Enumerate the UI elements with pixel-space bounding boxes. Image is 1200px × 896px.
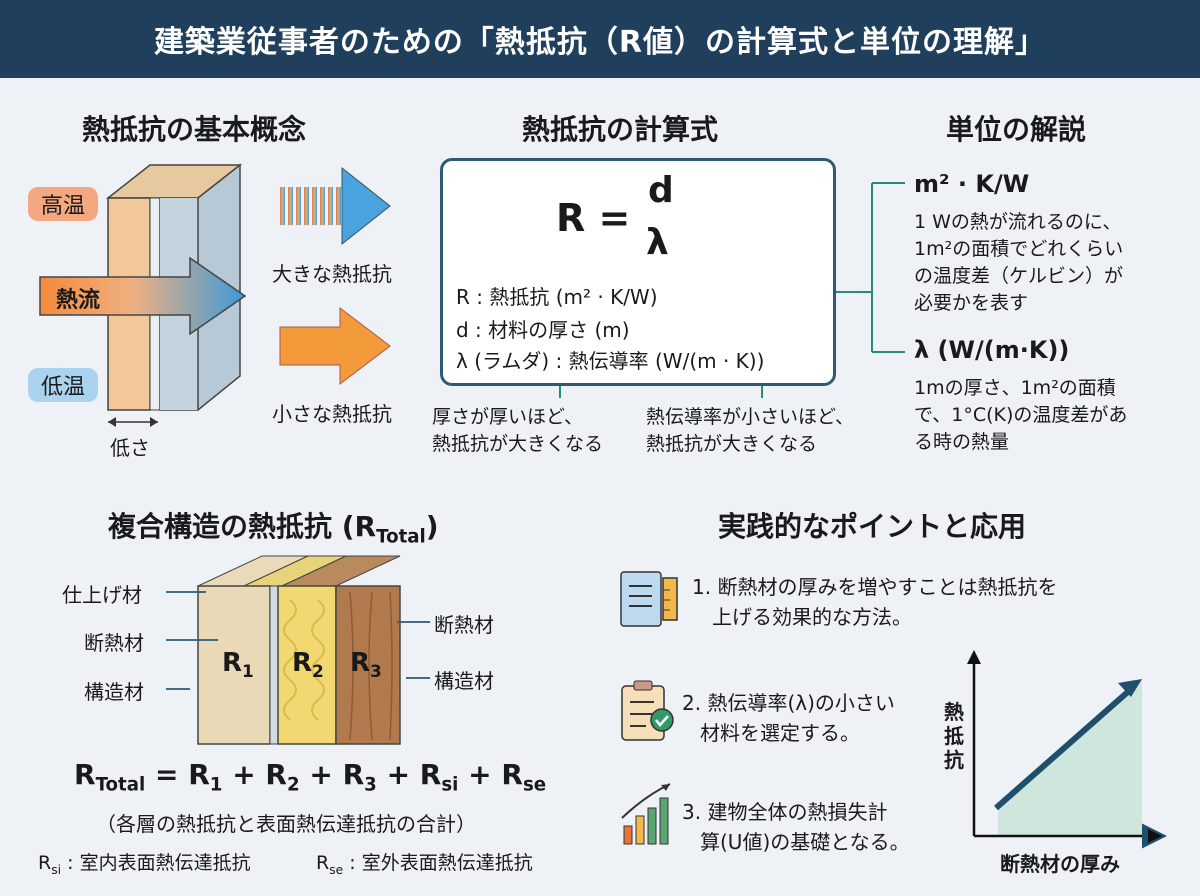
layer-r1: R1: [222, 648, 254, 682]
heat-flow-arrow: [39, 256, 247, 336]
lambda-unit-desc-1: 1mの厚さ、1m²の面積: [914, 377, 1116, 399]
small-resistance-label: 小さな熱抵抗: [272, 402, 392, 426]
composite-block: [197, 555, 401, 745]
wall-slab: [105, 163, 243, 411]
units-heading: 単位の解説: [946, 113, 1087, 146]
r-unit-desc-3: の温度差（ケルビン）が: [914, 265, 1124, 287]
rsi-definition: Rsi : 室内表面熱伝達抵抗: [38, 852, 251, 877]
large-resistance-arrow: [280, 166, 391, 246]
layer-r2: R2: [292, 648, 324, 682]
label-structure-right: 構造材: [434, 669, 494, 693]
checklist-icon: [621, 680, 674, 741]
r-unit-desc-4: 必要かを表す: [914, 292, 1029, 314]
high-temp-badge: 高温: [28, 187, 98, 221]
r-unit-label: m² · K/W: [914, 170, 1030, 198]
page-title: 建築業従事者のための「熱抵抗（R値）の計算式と単位の理解」: [0, 0, 1200, 78]
points-heading: 実践的なポイントと応用: [718, 510, 1027, 543]
graph-y-label: 熱抵抗: [944, 700, 964, 772]
r-unit-desc-2: 1m²の面積でどれくらい: [914, 238, 1124, 260]
r-unit-desc-1: 1 Wの熱が流れるのに、: [914, 211, 1122, 233]
label-finish: 仕上げ材: [62, 583, 142, 607]
rse-definition: Rse : 室外表面熱伝達抵抗: [316, 852, 533, 877]
layer-r3: R3: [350, 648, 382, 682]
lambda-unit-label: λ (W/(m·K)): [914, 336, 1070, 364]
low-temp-badge: 低温: [28, 368, 98, 402]
point-2-line-1: 2. 熱伝導率(λ)の小さい: [682, 691, 895, 715]
total-equation: RTotal = R1 + R2 + R3 + Rsi + Rse: [74, 758, 547, 796]
concept-heading: 熱抵抗の基本概念: [82, 113, 307, 146]
small-resistance-arrow: [279, 306, 391, 386]
formula-lhs: R =: [556, 196, 631, 240]
label-insulation-right: 断熱材: [434, 613, 494, 637]
graph: [967, 650, 1167, 849]
thickness-label: 低さ: [110, 436, 150, 460]
thickness-arrow: [108, 417, 158, 427]
point-3-line-1: 3. 建物全体の熱損失計: [682, 800, 888, 824]
formula-numerator: d: [648, 170, 674, 211]
lambda-unit-desc-3: る時の熱量: [914, 431, 1010, 453]
large-resistance-label: 大きな熱抵抗: [272, 262, 392, 286]
formula-denominator: λ: [646, 222, 669, 263]
definition-lambda: λ (ラムダ) : 熱伝導率 (W/(m · K)): [456, 349, 765, 373]
formula-box: [440, 158, 836, 386]
growth-chart-icon: [621, 783, 671, 845]
composite-heading: 複合構造の熱抵抗 (RTotal): [108, 510, 439, 548]
composite-leaders: [166, 591, 430, 690]
formula-heading: 熱抵抗の計算式: [522, 113, 719, 146]
point-1-line-1: 1. 断熱材の厚みを増やすことは熱抵抗を: [692, 575, 1058, 599]
graph-x-label: 断熱材の厚み: [1000, 852, 1120, 876]
label-insulation-left: 断熱材: [84, 631, 144, 655]
total-caption: （各層の熱抵抗と表面熱伝達抵抗の合計）: [96, 812, 476, 836]
label-structure-left: 構造材: [84, 680, 144, 704]
lambda-unit-desc-2: で、1°C(K)の温度差があ: [914, 404, 1128, 426]
note-thickness-2: 熱抵抗が大きくなる: [432, 433, 604, 455]
point-1-line-2: 上げる効果的な方法。: [712, 605, 912, 629]
note-conductivity-2: 熱抵抗が大きくなる: [646, 433, 818, 455]
point-3-line-2: 算(U値)の基礎となる。: [700, 830, 910, 854]
definition-r: R : 熱抵抗 (m² · K/W): [456, 285, 658, 309]
definition-d: d : 材料の厚さ (m): [456, 318, 630, 342]
point-2-line-2: 材料を選定する。: [700, 721, 860, 745]
graph-trend-line: [994, 687, 1132, 811]
note-conductivity-1: 熱伝導率が小さいほど、: [646, 406, 855, 428]
heat-flow-label: 熱流: [56, 288, 101, 313]
document-icon: [620, 571, 678, 627]
note-thickness-1: 厚さが厚いほど、: [432, 406, 584, 428]
